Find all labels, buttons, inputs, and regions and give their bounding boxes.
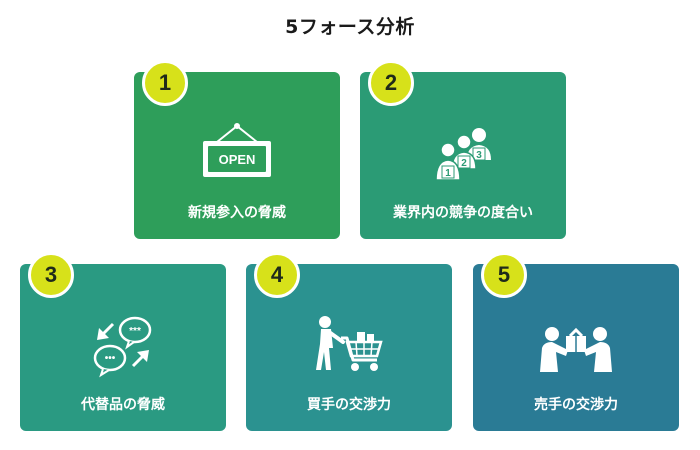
- open-sign-icon: OPEN: [134, 118, 340, 190]
- handing-box-icon: [473, 310, 679, 382]
- rank-3-text: 3: [476, 150, 482, 161]
- shopping-cart-person-icon: [246, 310, 452, 382]
- force-label: 業界内の競争の度合い: [393, 205, 533, 221]
- dots-text: •••: [105, 353, 116, 364]
- ranked-people-icon: 3 2 1: [360, 118, 566, 190]
- stars-text: ***: [129, 326, 141, 337]
- force-number-badge: 1: [142, 60, 188, 106]
- rank-2-text: 2: [461, 158, 467, 169]
- force-number-badge: 5: [481, 252, 527, 298]
- force-label: 売手の交渉力: [534, 397, 618, 413]
- open-sign-text: OPEN: [219, 152, 256, 167]
- force-card-buyer-power: 4 買手の交渉力: [246, 252, 452, 431]
- force-card-industry-rivalry: 2 3 2 1 業界内の競争の度合い: [360, 60, 566, 239]
- force-number-badge: 2: [368, 60, 414, 106]
- force-label: 買手の交渉力: [307, 397, 391, 413]
- force-number-badge: 4: [254, 252, 300, 298]
- force-label: 代替品の脅威: [81, 397, 165, 413]
- rank-1-text: 1: [445, 168, 451, 179]
- force-label: 新規参入の脅威: [188, 205, 286, 221]
- force-card-new-entrants: 1 OPEN 新規参入の脅威: [134, 60, 340, 239]
- force-number-badge: 3: [28, 252, 74, 298]
- page-title: 5フォース分析: [285, 16, 415, 38]
- force-card-substitutes: 3 *** ••• 代替品の脅威: [20, 252, 226, 431]
- substitution-chat-icon: *** •••: [20, 310, 226, 382]
- force-card-supplier-power: 5 売手の交渉力: [473, 252, 679, 431]
